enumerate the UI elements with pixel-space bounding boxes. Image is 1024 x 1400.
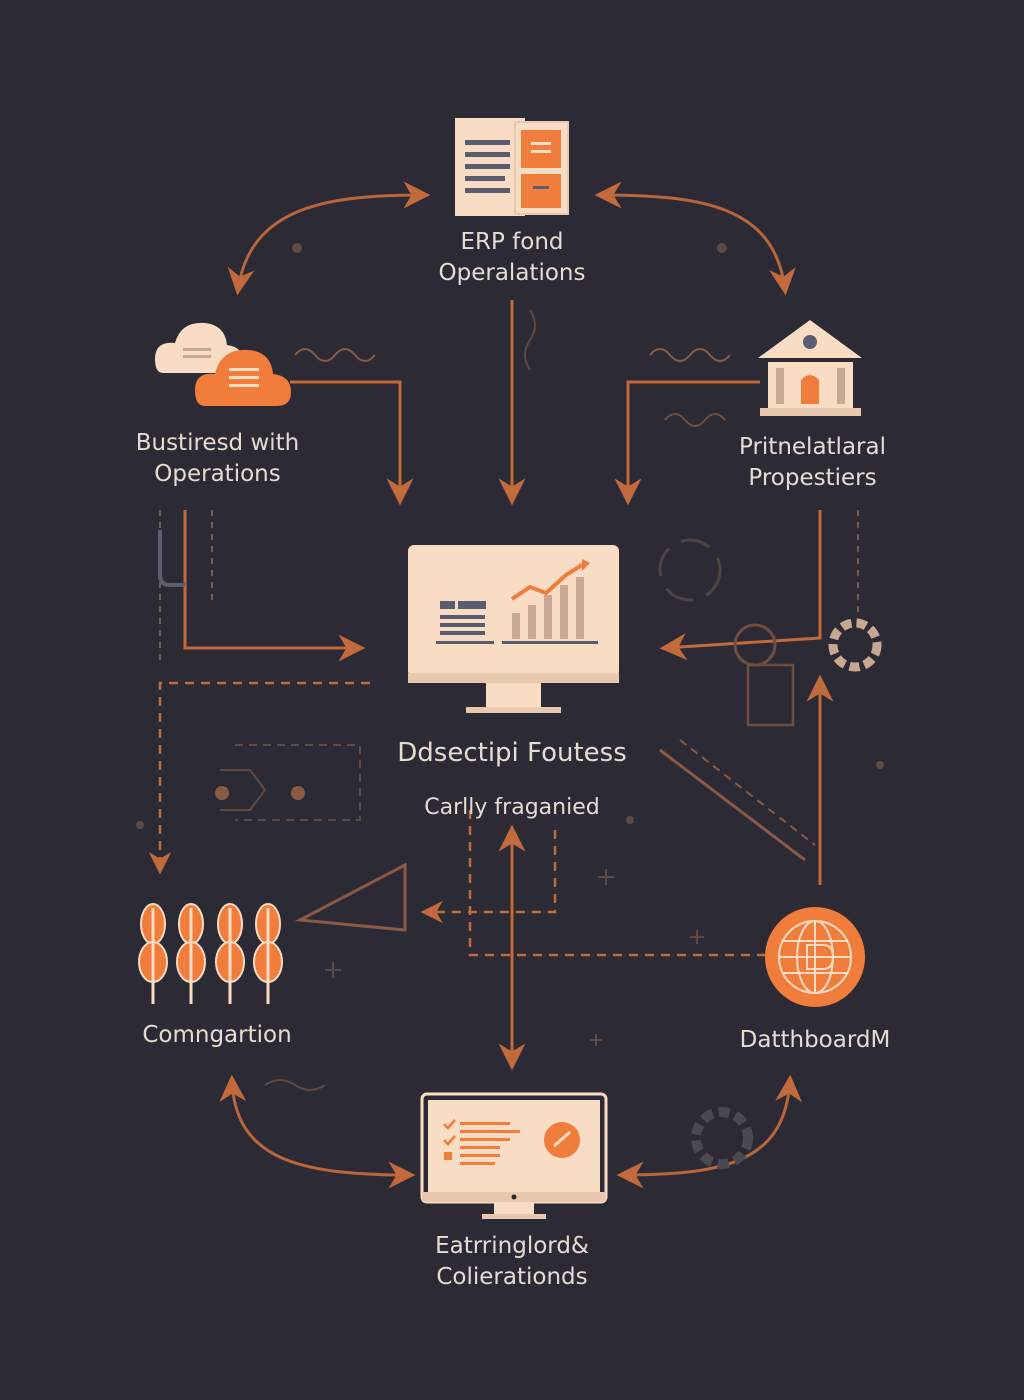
erp-line2: Operalations <box>438 260 586 286</box>
business-line1: Bustiresd with <box>135 430 300 456</box>
dashed-loop-left <box>148 681 370 875</box>
label-properties: Pritnelatlaral Propestiers <box>670 432 955 494</box>
monitor-chart-icon <box>408 545 619 713</box>
properties-line2: Propestiers <box>748 465 877 491</box>
center-title: Ddsectipi Foutess <box>397 738 627 768</box>
node-bottom[interactable] <box>420 1092 608 1222</box>
wheat-stalks-icon <box>138 903 283 1004</box>
bottom-line2: Colierationds <box>436 1264 588 1290</box>
node-properties[interactable] <box>758 318 863 418</box>
node-business[interactable] <box>155 318 295 413</box>
business-line2: Operations <box>154 461 281 487</box>
document-panel-icon <box>455 118 569 216</box>
properties-line1: Pritnelatlaral <box>739 434 886 460</box>
arc-top-left <box>227 181 431 296</box>
line-left-into-monitor <box>183 510 366 662</box>
line-properties-to-center <box>614 380 760 506</box>
label-dashboard: DatthboardM <box>739 1027 891 1053</box>
globe-icon <box>765 907 865 1007</box>
arc-top-right <box>594 181 796 296</box>
bottom-line1: Eatrringlord& <box>435 1233 589 1259</box>
arc-bottom-left <box>219 1074 416 1189</box>
node-center[interactable] <box>406 543 621 715</box>
label-business: Bustiresd with Operations <box>85 428 350 490</box>
monitor-checklist-icon <box>420 1092 608 1219</box>
erp-line1: ERP fond <box>460 229 564 255</box>
line-business-to-center <box>290 380 414 506</box>
center-subtitle: Carlly fraganied <box>424 795 600 820</box>
line-right-into-monitor <box>659 510 822 661</box>
cloud-icon <box>155 322 291 406</box>
label-configuration: Comngartion <box>142 1022 292 1048</box>
node-erp[interactable] <box>455 118 570 218</box>
bank-building-icon <box>758 320 862 416</box>
label-bottom: Eatrringlord& Colierationds <box>362 1231 662 1293</box>
label-erp: ERP fond Operalations <box>362 227 662 289</box>
node-dashboard[interactable] <box>763 905 868 1010</box>
node-configuration[interactable] <box>135 902 290 1007</box>
